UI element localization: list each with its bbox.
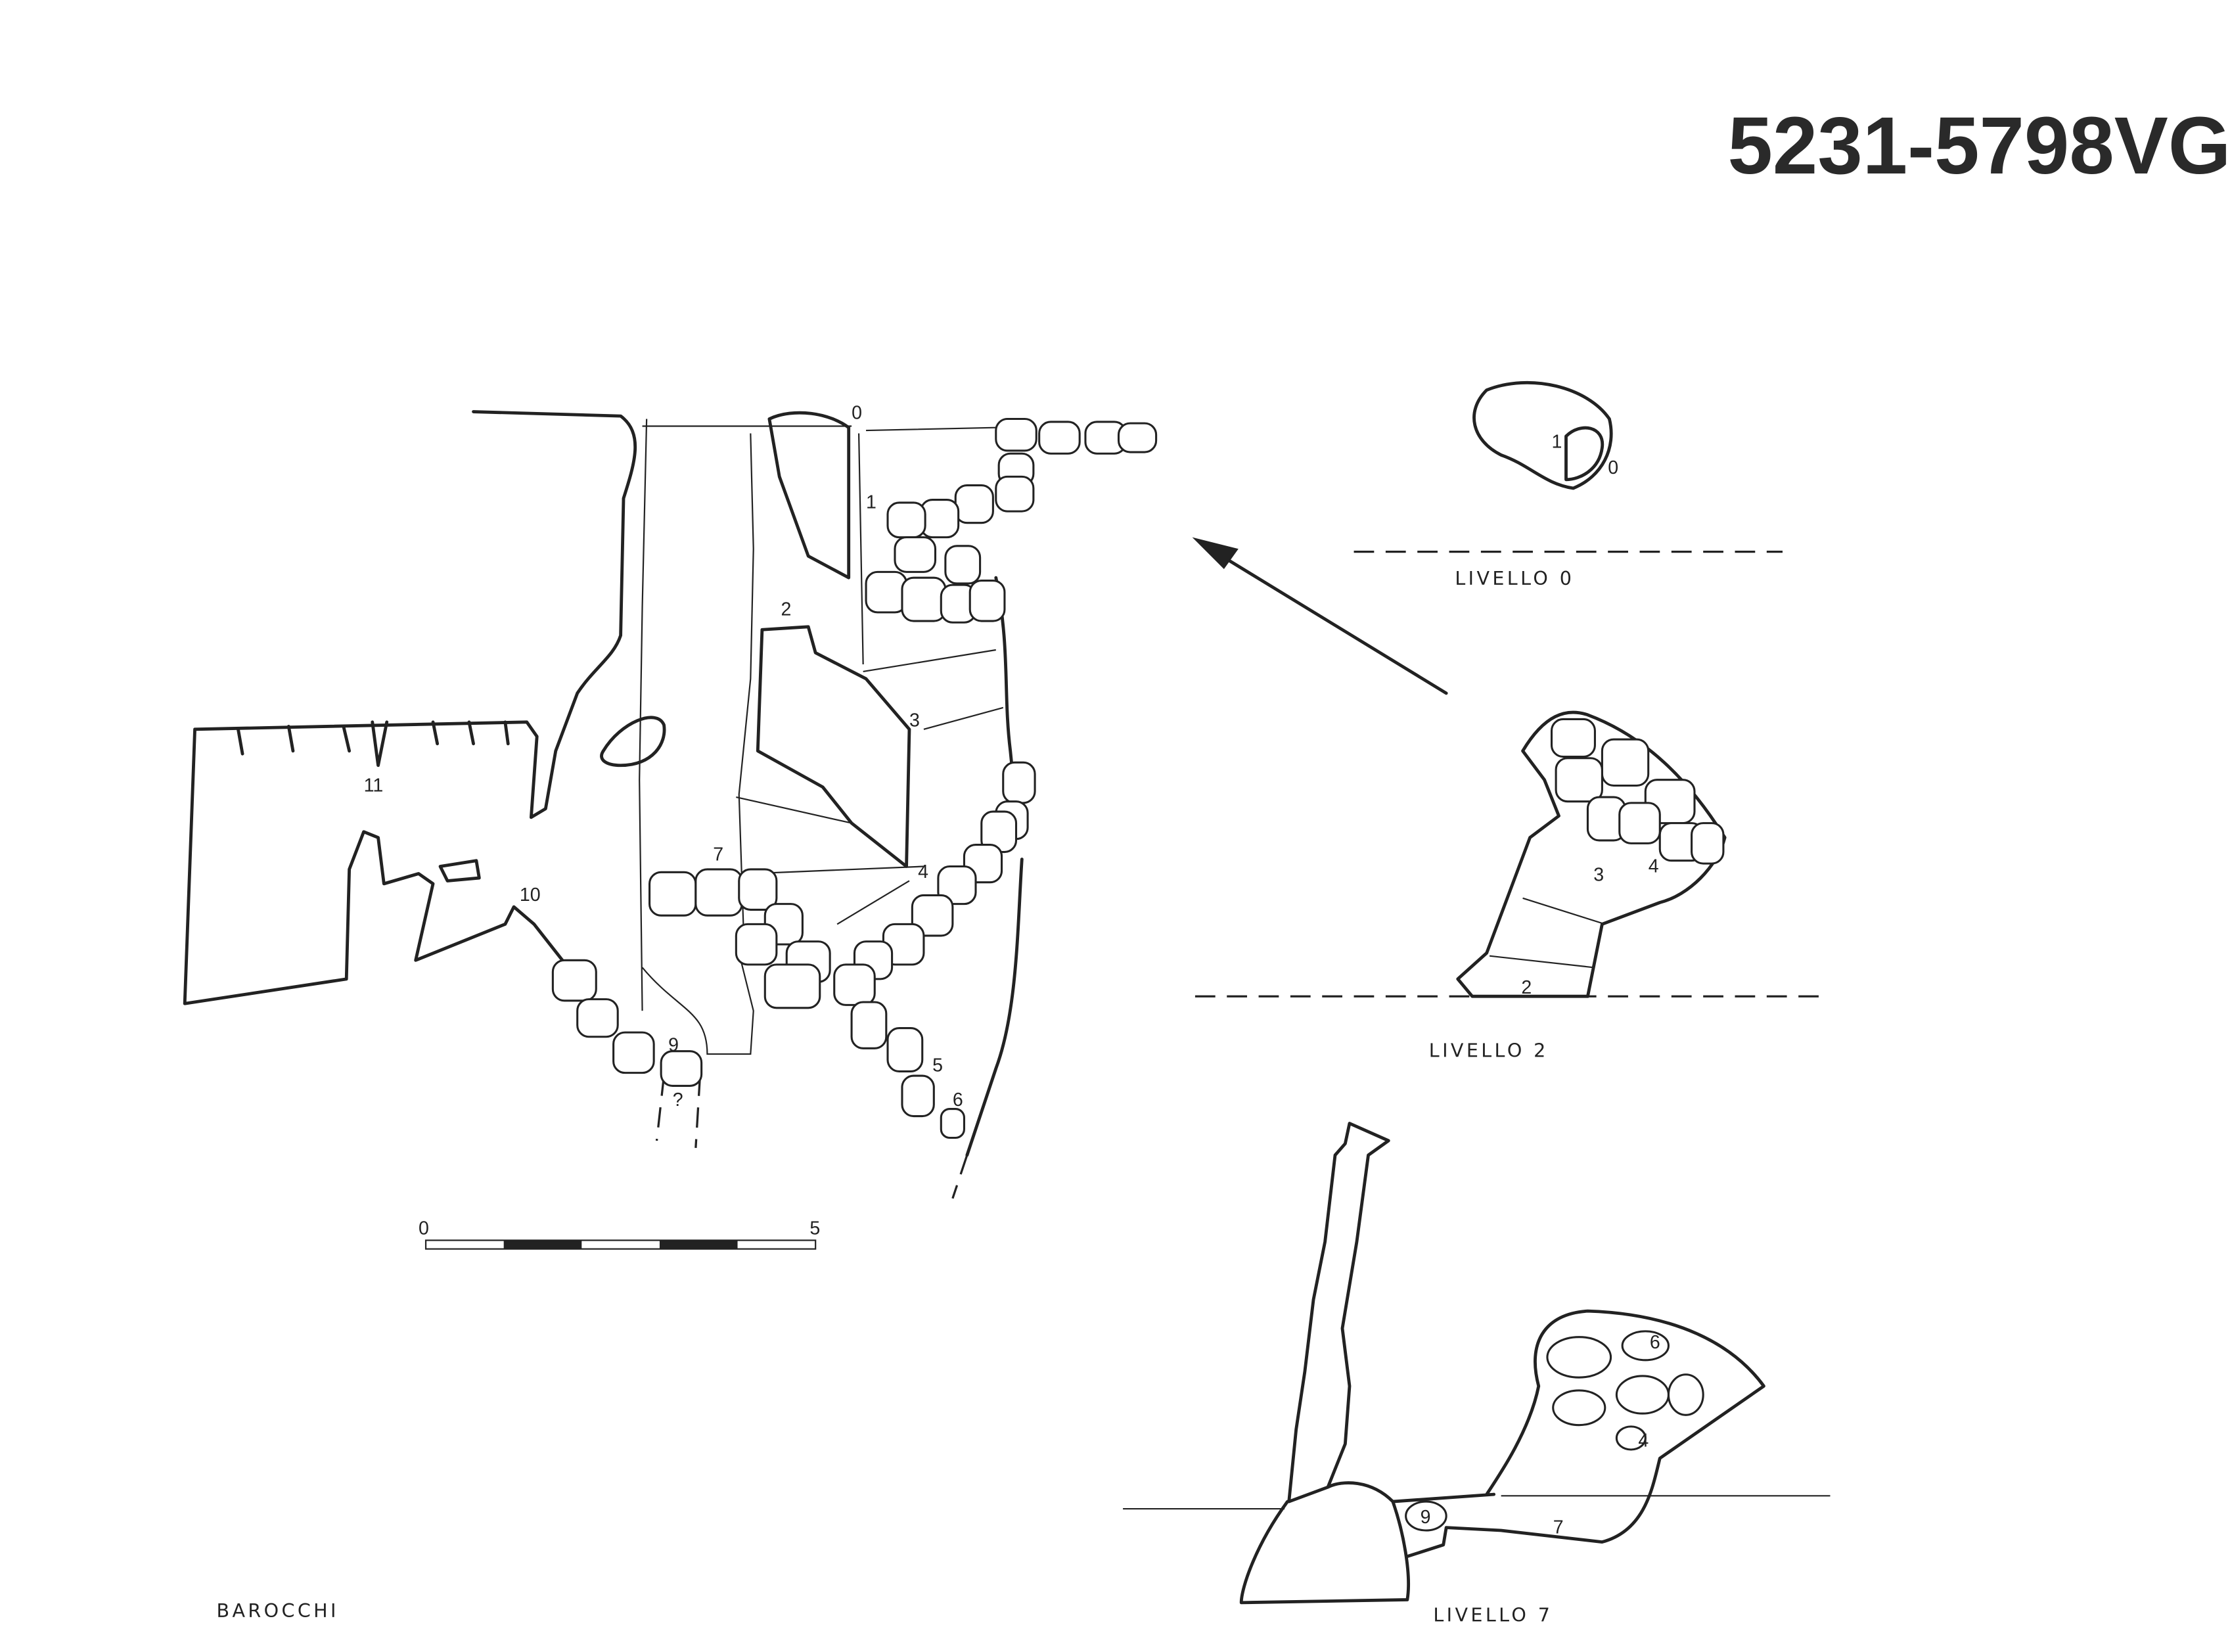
plan-stones [551,417,1158,1139]
scale-start: 0 [419,1218,429,1239]
plan-label-10: 10 [520,884,541,906]
section-livello-0: 1 0 LIVELLO 0 [1354,380,1783,589]
plan-pillar [600,716,666,768]
author-name: BAROCCHI [217,1599,339,1622]
svg-text:0: 0 [1608,457,1618,478]
survey-title: 5231-5798VG [1728,101,2230,191]
caption-livello-0: LIVELLO 0 [1455,567,1574,589]
plan-surface-line [183,410,637,1005]
plan-label-0: 0 [852,403,862,424]
section-livello-7: 6 4 9 7 LIVELLO 7 [1123,1122,1831,1626]
svg-text:2: 2 [1521,977,1532,998]
caption-livello-2: LIVELLO 2 [1429,1039,1549,1061]
plan-view: 0 1 2 3 4 5 6 7 9 10 11 ? [183,403,1158,1199]
scale-end: 5 [809,1218,820,1239]
plan-label-3: 3 [909,710,920,731]
section-livello-2: 3 4 2 LIVELLO 2 [1195,710,1831,1061]
plan-label-5: 5 [932,1055,943,1076]
plan-label-7: 7 [713,844,723,865]
svg-text:3: 3 [1593,864,1604,885]
svg-text:1: 1 [1552,431,1562,452]
plan-label-1: 1 [866,492,876,513]
direction-arrow [1203,544,1448,695]
plan-label-11: 11 [364,775,384,796]
svg-text:9: 9 [1421,1507,1431,1528]
plan-central-walls [639,419,1004,1055]
caption-livello-7: LIVELLO 7 [1433,1603,1553,1626]
plan-block-1 [767,411,851,580]
svg-text:4: 4 [1649,856,1659,877]
plan-block-2 [756,625,911,868]
plan-label-4: 4 [918,861,928,883]
plan-pillar-2 [438,859,481,883]
plan-notches [237,720,510,768]
plan-label-9: 9 [668,1035,679,1056]
svg-text:6: 6 [1650,1332,1660,1353]
svg-text:4: 4 [1638,1431,1649,1452]
scale-bar: 0 5 [419,1218,820,1250]
plan-label-6: 6 [953,1090,963,1111]
plan-question-mark: ? [673,1090,683,1111]
arrow-head-icon [1192,537,1239,569]
plan-label-2: 2 [781,599,791,620]
plan-dashed-continuation [655,1075,968,1199]
svg-text:7: 7 [1553,1517,1564,1538]
